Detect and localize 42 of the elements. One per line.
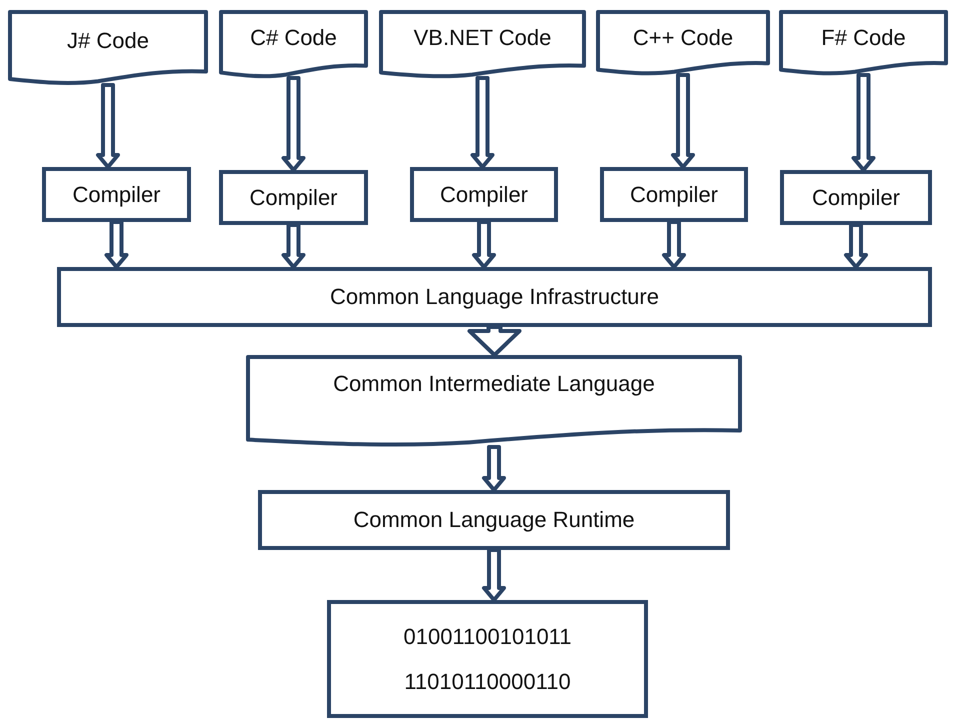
code-document	[596, 10, 770, 75]
node-label: C++ Code	[632, 25, 734, 51]
block-arrow	[96, 83, 120, 169]
node-label: Compiler	[72, 182, 161, 208]
block-arrow	[468, 325, 522, 357]
block-arrow	[671, 73, 695, 169]
node-label: J# Code	[66, 28, 150, 54]
output-box	[327, 600, 648, 718]
node-label: C# Code	[249, 25, 338, 51]
block-arrow	[852, 73, 876, 172]
process-box	[258, 490, 730, 550]
block-arrow	[470, 76, 494, 169]
process-box	[219, 170, 368, 225]
node-label: Compiler	[249, 184, 338, 210]
code-document	[219, 10, 368, 78]
node-label: Common Language Runtime	[353, 507, 635, 533]
code-document	[779, 10, 948, 75]
block-arrow	[482, 548, 506, 602]
block-arrow	[282, 223, 306, 269]
node-label: 11010110000110	[404, 668, 571, 694]
node-label: 01001100101011	[403, 624, 572, 650]
document-shape	[246, 355, 742, 447]
node-label: Compiler	[440, 182, 528, 208]
block-arrow	[104, 220, 128, 269]
process-box	[780, 170, 932, 225]
block-arrow	[472, 220, 496, 269]
node-label: Compiler	[812, 184, 900, 210]
node-label: VB.NET Code	[412, 25, 552, 51]
node-label: Compiler	[630, 182, 718, 208]
block-arrow	[844, 223, 868, 269]
process-box	[600, 167, 748, 222]
block-arrow	[662, 220, 686, 269]
process-box	[410, 167, 558, 222]
block-arrow	[282, 76, 306, 172]
code-document	[379, 10, 586, 78]
node-label: Common Intermediate Language	[332, 371, 656, 397]
process-box	[42, 167, 191, 222]
node-label: F# Code	[820, 25, 907, 51]
process-box	[57, 267, 932, 327]
node-label: Common Language Infrastructure	[330, 284, 659, 310]
code-document	[8, 10, 208, 85]
block-arrow	[482, 445, 506, 492]
